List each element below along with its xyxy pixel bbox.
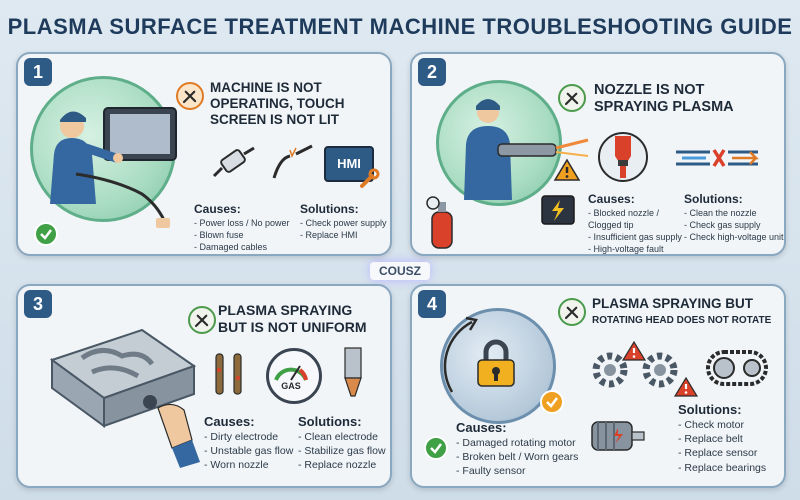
solutions-list: Check motor Replace belt Replace sensor … [678,418,766,475]
hmi-panel-icon: HMI [324,146,374,182]
solutions-list: Check power supply Replace HMI [300,217,387,241]
causes-label: Causes: [588,192,635,206]
wrench-screwdriver-icon [188,306,216,334]
wrench-screwdriver-icon [176,82,204,110]
causes-label: Causes: [456,420,507,435]
solutions-label: Solutions: [300,202,359,216]
wrench-screwdriver-icon [558,298,586,326]
solution-item: Check high-voltage unit [684,231,784,243]
cause-item: Faulty sensor [456,464,578,478]
gauge-label: GAS [281,381,301,391]
causes-list: Damaged rotating motor Broken belt / Wor… [456,436,578,479]
card-4: 4 PLASMA SPRAYING BUT ROTATING HEAD DOES… [410,284,786,488]
card-number: 3 [24,290,52,318]
solution-item: Replace sensor [678,446,766,460]
hmi-label: HMI [337,156,361,171]
check-icon [424,436,448,460]
cause-item: Broken belt / Worn gears [456,450,578,464]
page-title: PLASMA SURFACE TREATMENT MACHINE TROUBLE… [7,14,793,39]
causes-label: Causes: [194,202,241,216]
solution-item: Clean the nozzle [684,207,784,219]
card-number: 2 [418,58,446,86]
flow-blocked-icon [676,149,760,167]
causes-list: Power loss / No power Blown fuse Damaged… [194,217,290,253]
wrench-icon [360,168,380,188]
gas-gauge-icon: GAS [266,348,322,404]
cause-item: Dirty electrode [204,430,293,444]
causes-list: Dirty electrode Unstable gas flow Worn n… [204,430,293,473]
cause-item: Unstable gas flow [204,444,293,458]
card-2: 2 NOZZLE IS NOT SPRAYING PLASMA [410,52,786,256]
warning-icon [621,340,647,361]
solutions-list: Clean the nozzle Check gas supply Check … [684,207,784,243]
warning-icon [553,158,581,181]
gas-cylinder-icon [426,196,453,249]
card-number: 1 [24,58,52,86]
solutions-label: Solutions: [298,414,362,429]
card-heading: MACHINE IS NOT OPERATING, TOUCH SCREEN I… [210,80,345,127]
card-3: 3 PLASMA SPRAYING BUT IS NOT UNIFORM GAS… [16,284,392,488]
causes-label: Causes: [204,414,255,429]
card-heading: PLASMA SPRAYING BUT IS NOT UNIFORM [218,302,367,335]
card-1: 1 MACHINE IS NOT OPERATING, TOUCH SCREEN… [16,52,392,256]
cause-item: Power loss / No power [194,217,290,229]
motor-icon [591,421,645,451]
broken-cable-icon [272,144,313,179]
warning-icon [673,376,699,397]
technician-touchscreen-illustration [50,107,177,228]
gear-icon [592,352,678,388]
solutions-label: Solutions: [684,192,743,206]
rotation-arrow-icon [443,316,478,393]
solution-item: Replace nozzle [298,458,386,472]
high-voltage-icon [541,195,575,225]
fuse-icon [212,146,255,178]
solution-item: Replace bearings [678,461,766,475]
card-number: 4 [418,290,446,318]
card-heading: NOZZLE IS NOT SPRAYING PLASMA [594,82,734,116]
brand-logo: COUSZ [370,262,430,280]
solution-item: Check gas supply [684,219,784,231]
solution-item: Replace belt [678,432,766,446]
solution-item: Stabilize gas flow [298,444,385,458]
electrode-icon [215,353,242,395]
cause-item: High-voltage fault [588,243,682,255]
lock-icon [477,339,515,387]
solution-item: Check motor [678,418,766,432]
blocked-nozzle-icon [598,132,648,182]
solution-item: Check power supply [300,217,387,229]
solution-item: Replace HMI [300,229,387,241]
belt-icon [706,350,768,386]
card-heading: PLASMA SPRAYING BUT ROTATING HEAD DOES N… [592,296,772,326]
solutions-list: Clean electrode Stabilize gas flow Repla… [298,430,386,473]
cause-item: Damaged rotating motor [456,436,578,450]
wrench-screwdriver-icon [558,84,586,112]
cause-item: Blown fuse [194,229,290,241]
worn-nozzle-icon [344,347,362,397]
cause-item: Damaged cables [194,241,290,253]
solution-item: Clean electrode [298,430,386,444]
check-icon [540,390,564,414]
technician-plasma-gun-illustration [464,99,589,200]
cause-item: Worn nozzle [204,458,293,472]
solutions-label: Solutions: [678,402,742,417]
cause-item: Blocked nozzle / Clogged tip [588,207,680,231]
causes-list: Blocked nozzle / Clogged tip Insufficien… [588,207,682,256]
cause-item: Insufficient gas supply [588,231,682,243]
uneven-surface-illustration [49,328,200,468]
check-icon [34,222,58,246]
